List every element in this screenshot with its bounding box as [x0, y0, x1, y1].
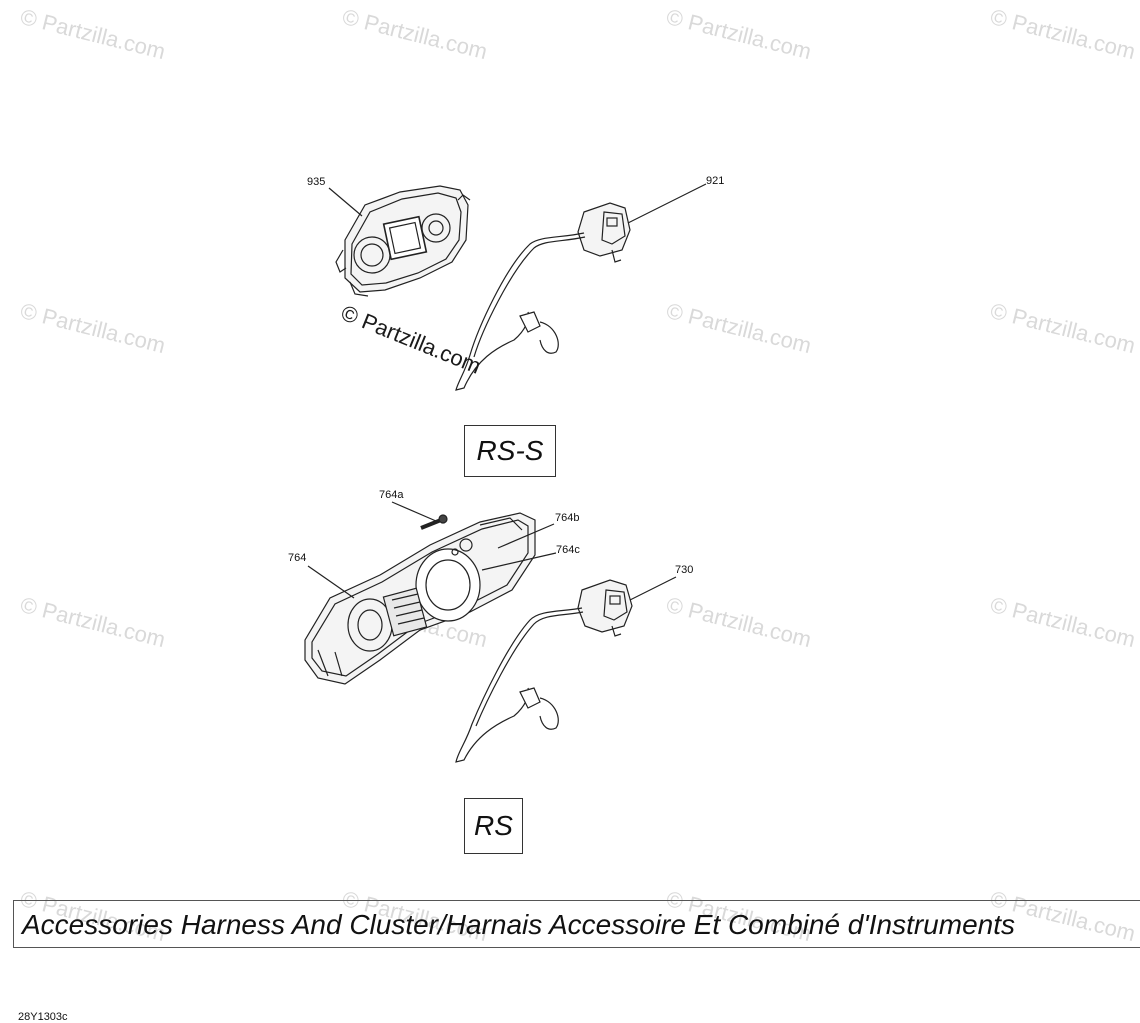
model-label-rs: RS — [464, 798, 523, 854]
callout-764c: 764c — [556, 544, 580, 556]
harness-921-drawing — [455, 202, 631, 391]
diagram-title-bar: Accessories Harness And Cluster/Harnais … — [13, 900, 1140, 948]
callout-921: 921 — [706, 175, 725, 187]
leader-764a — [391, 501, 437, 522]
leader-764b — [497, 523, 555, 549]
leader-764 — [307, 565, 355, 599]
cluster-935-drawing — [335, 185, 471, 297]
callout-764a: 764a — [379, 489, 404, 501]
model-label-rs-s: RS-S — [464, 425, 556, 477]
bolt-764a-drawing — [420, 514, 448, 530]
drawing-code: 28Y1303c — [18, 1011, 68, 1023]
diagram-title: Accessories Harness And Cluster/Harnais … — [22, 909, 1015, 940]
leader-921 — [627, 183, 707, 224]
cluster-764-drawing — [304, 512, 536, 685]
leader-764c — [481, 552, 557, 571]
callout-764: 764 — [288, 552, 307, 564]
callout-764b: 764b — [555, 512, 580, 524]
callout-935: 935 — [307, 176, 326, 188]
leader-730 — [629, 576, 677, 601]
leader-935 — [328, 187, 363, 217]
callout-730: 730 — [675, 564, 694, 576]
harness-730-drawing — [455, 579, 633, 763]
